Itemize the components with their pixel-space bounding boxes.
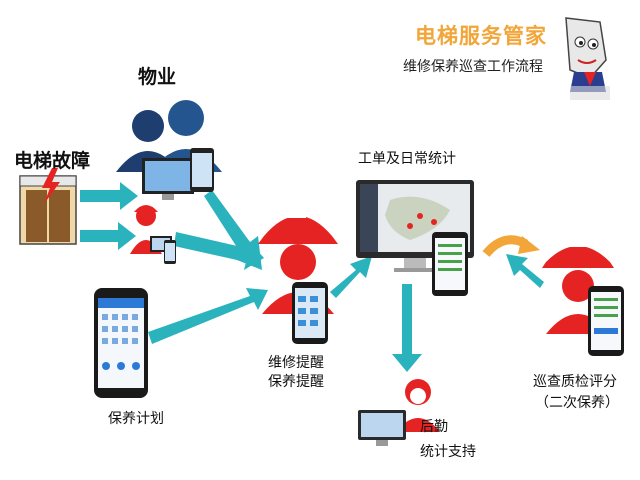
arrow-repair-to-dashboard [330,256,372,298]
repair-worker-icon [258,210,338,344]
arrow-inspect-to-dashboard [506,254,544,288]
dashboard-monitor-icon [356,180,474,296]
arrow-fault-to-manager [80,222,136,250]
arrow-plan-to-repair [148,288,268,344]
flow-arrows [80,182,544,372]
brand-title: 电梯服务管家 [415,24,547,48]
arrow-dashboard-to-support [392,284,422,372]
mascot-icon [565,17,610,100]
repair-reminder-label: 维修提醒 [268,355,324,371]
secondary-maintenance-label: （二次保养） [535,395,619,411]
elevator-icon [19,168,77,245]
maintenance-reminder-label: 保养提醒 [268,374,324,390]
manager-icon [130,205,176,264]
backoffice-support-icon [358,379,440,446]
property-staff-icon [116,100,222,200]
maintenance-plan-phone-icon [94,288,148,398]
arrow-manager-to-repair [174,232,264,270]
maintenance-plan-label: 保养计划 [108,411,164,427]
inspection-label: 巡查质检评分 [533,374,617,390]
elevator-fault-label: 电梯故障 [14,150,91,172]
stats-support-label: 统计支持 [420,444,476,460]
arrow-fault-to-property [80,182,138,210]
inspection-worker-icon [542,240,624,356]
backoffice-label: 后勤 [420,419,448,435]
brand-subtitle: 维修保养巡查工作流程 [403,59,543,75]
property-label: 物业 [138,66,177,88]
work-order-stats-label: 工单及日常统计 [358,151,456,167]
